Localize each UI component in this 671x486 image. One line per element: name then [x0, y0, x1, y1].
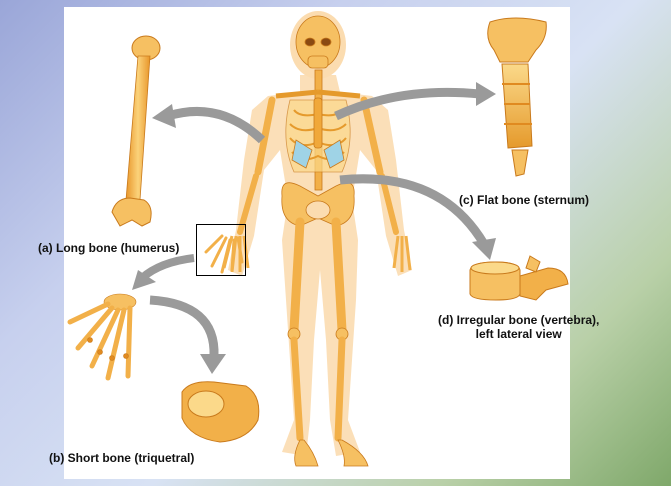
irregular-bone-label-line2: left lateral view: [475, 327, 562, 341]
humerus-bone: [111, 35, 161, 227]
skeleton: [222, 15, 412, 467]
arrow-to-sternum-head: [476, 82, 496, 106]
arrow-to-hand: [139, 254, 195, 282]
arrow-to-humerus: [166, 106, 266, 144]
sternum-bone: [487, 17, 547, 177]
irregular-bone-label-line1: (d) Irregular bone (vertebra),: [438, 313, 600, 327]
arrow-to-triquetral: [149, 295, 219, 357]
arrow-to-humerus-head: [152, 104, 176, 128]
hand-bones: [67, 293, 137, 381]
arrow-to-sternum: [334, 87, 481, 121]
short-bone-label: (b) Short bone (triquetral): [49, 451, 195, 465]
flat-bone-label: (c) Flat bone (sternum): [459, 193, 590, 207]
irregular-bone-label: (d) Irregular bone (vertebra), left late…: [438, 313, 599, 341]
long-bone-label: (a) Long bone (humerus): [38, 241, 180, 255]
arrows: [132, 82, 496, 374]
hand-highlight-box: [196, 224, 246, 276]
arrow-to-vertebra: [339, 174, 488, 247]
triquetral-bone: [181, 381, 260, 443]
hand-inset: [204, 234, 244, 274]
arrow-to-triquetral-head: [200, 354, 226, 374]
vertebra-bone: [469, 255, 569, 301]
arrow-to-hand-head: [132, 270, 156, 290]
arrow-to-vertebra-head: [472, 238, 496, 260]
